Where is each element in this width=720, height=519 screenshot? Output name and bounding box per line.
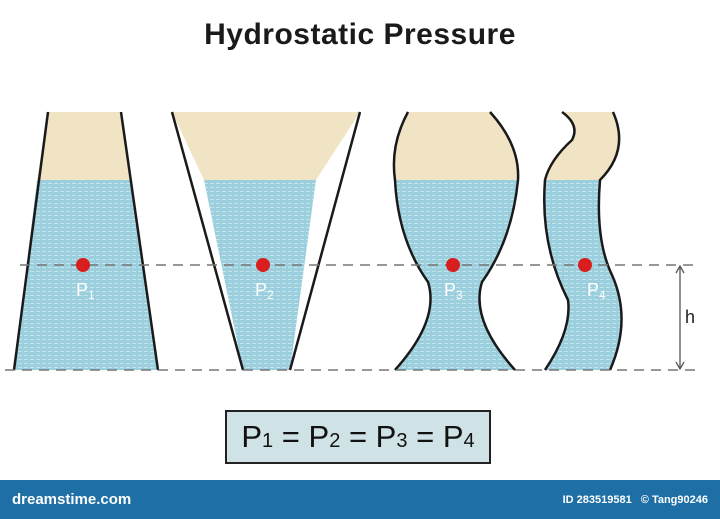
eq-op-3: = <box>407 419 443 454</box>
point-label-2: P2 <box>255 280 274 302</box>
container-2-water <box>204 180 316 370</box>
point-marker-3 <box>446 258 460 272</box>
container-2-air <box>172 112 360 180</box>
container-1-air <box>37 112 131 180</box>
diagram-title: Hydrostatic Pressure <box>204 18 516 51</box>
container-3-wall-right <box>478 111 520 371</box>
point-marker-2 <box>256 258 270 272</box>
container-4-water <box>544 180 622 370</box>
footer-brand[interactable]: dreamstime.com <box>12 491 132 508</box>
container-1 <box>12 111 160 371</box>
container-2-wall-right <box>288 111 362 371</box>
container-2-wall-left <box>170 111 245 371</box>
point-marker-4 <box>578 258 592 272</box>
containers-diagram: h P1 P2 P3 P4 <box>5 110 700 371</box>
point-label-1: P1 <box>76 280 95 302</box>
eq-op-1: = <box>273 419 309 454</box>
container-3-air <box>393 112 519 180</box>
eq-p1: P1 <box>241 419 274 454</box>
footer-id: ID 283519581 <box>562 493 632 506</box>
container-4-air <box>545 112 620 180</box>
container-2 <box>170 111 362 371</box>
height-label: h <box>685 307 695 327</box>
container-4-wall-right <box>597 111 623 371</box>
point-label-4: P4 <box>587 280 606 302</box>
container-4-wall-left <box>543 110 576 371</box>
eq-p2: P2 <box>308 419 341 454</box>
container-3-water <box>395 180 518 370</box>
eq-op-2: = <box>340 419 376 454</box>
equation-box: P1 = P2 = P3 = P4 <box>225 410 491 464</box>
footer-author: © Tang90246 <box>640 493 708 506</box>
container-1-wall-right <box>119 111 160 371</box>
height-arrow <box>675 264 685 371</box>
eq-p4: P4 <box>442 419 475 454</box>
footer-bar: dreamstime.com ID 283519581 © Tang90246 <box>0 480 720 519</box>
eq-p3: P3 <box>375 419 408 454</box>
container-1-water <box>14 180 158 370</box>
footer-credits: ID 283519581 © Tang90246 <box>557 494 708 506</box>
container-3-wall-left <box>392 111 432 371</box>
container-3 <box>392 111 520 371</box>
container-4 <box>543 110 623 371</box>
container-1-wall-left <box>12 111 50 371</box>
point-marker-1 <box>76 258 90 272</box>
point-label-3: P3 <box>444 280 463 302</box>
